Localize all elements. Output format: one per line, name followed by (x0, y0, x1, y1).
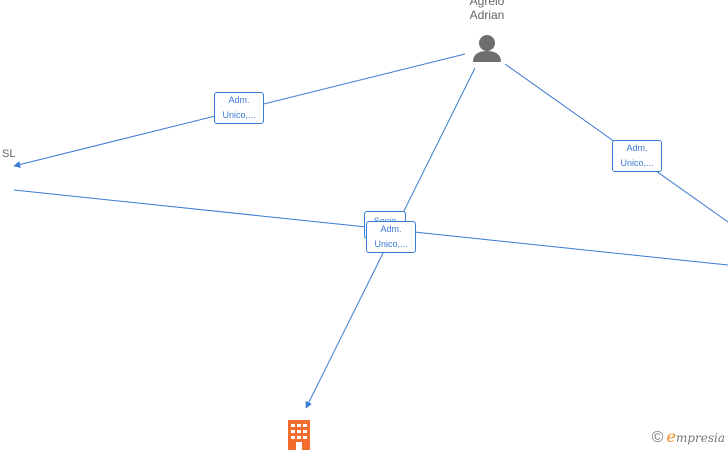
copyright-symbol: © (651, 429, 664, 446)
edge-label-center-front[interactable]: Adm. Unico,... (366, 221, 416, 253)
edge-label-left[interactable]: Adm. Unico,... (214, 92, 264, 124)
brand-logo-initial: e (666, 427, 676, 446)
empresia-watermark[interactable]: ©empresia (652, 427, 725, 447)
company-left-label[interactable]: SL (2, 148, 16, 160)
person-name-line1: Agrelo (469, 0, 505, 8)
person-name-label[interactable]: Agrelo Adrian (447, 0, 527, 22)
brand-logo: empresia (666, 427, 725, 446)
building-icon[interactable] (288, 420, 310, 450)
edge-label-right-line1: Adm. (626, 143, 648, 153)
edge-label-center-front-line2: Unico,... (374, 239, 408, 249)
edge-label-center-front-line1: Adm. (380, 224, 402, 234)
edge-label-right-line2: Unico,... (620, 158, 654, 168)
brand-logo-rest: mpresia (675, 431, 725, 445)
person-icon[interactable] (473, 35, 501, 62)
edge-label-left-line2: Unico,... (222, 110, 256, 120)
edge-label-right[interactable]: Adm. Unico,... (612, 140, 662, 172)
edge-label-left-line1: Adm. (228, 95, 250, 105)
person-name-line2: Adrian (469, 8, 505, 22)
